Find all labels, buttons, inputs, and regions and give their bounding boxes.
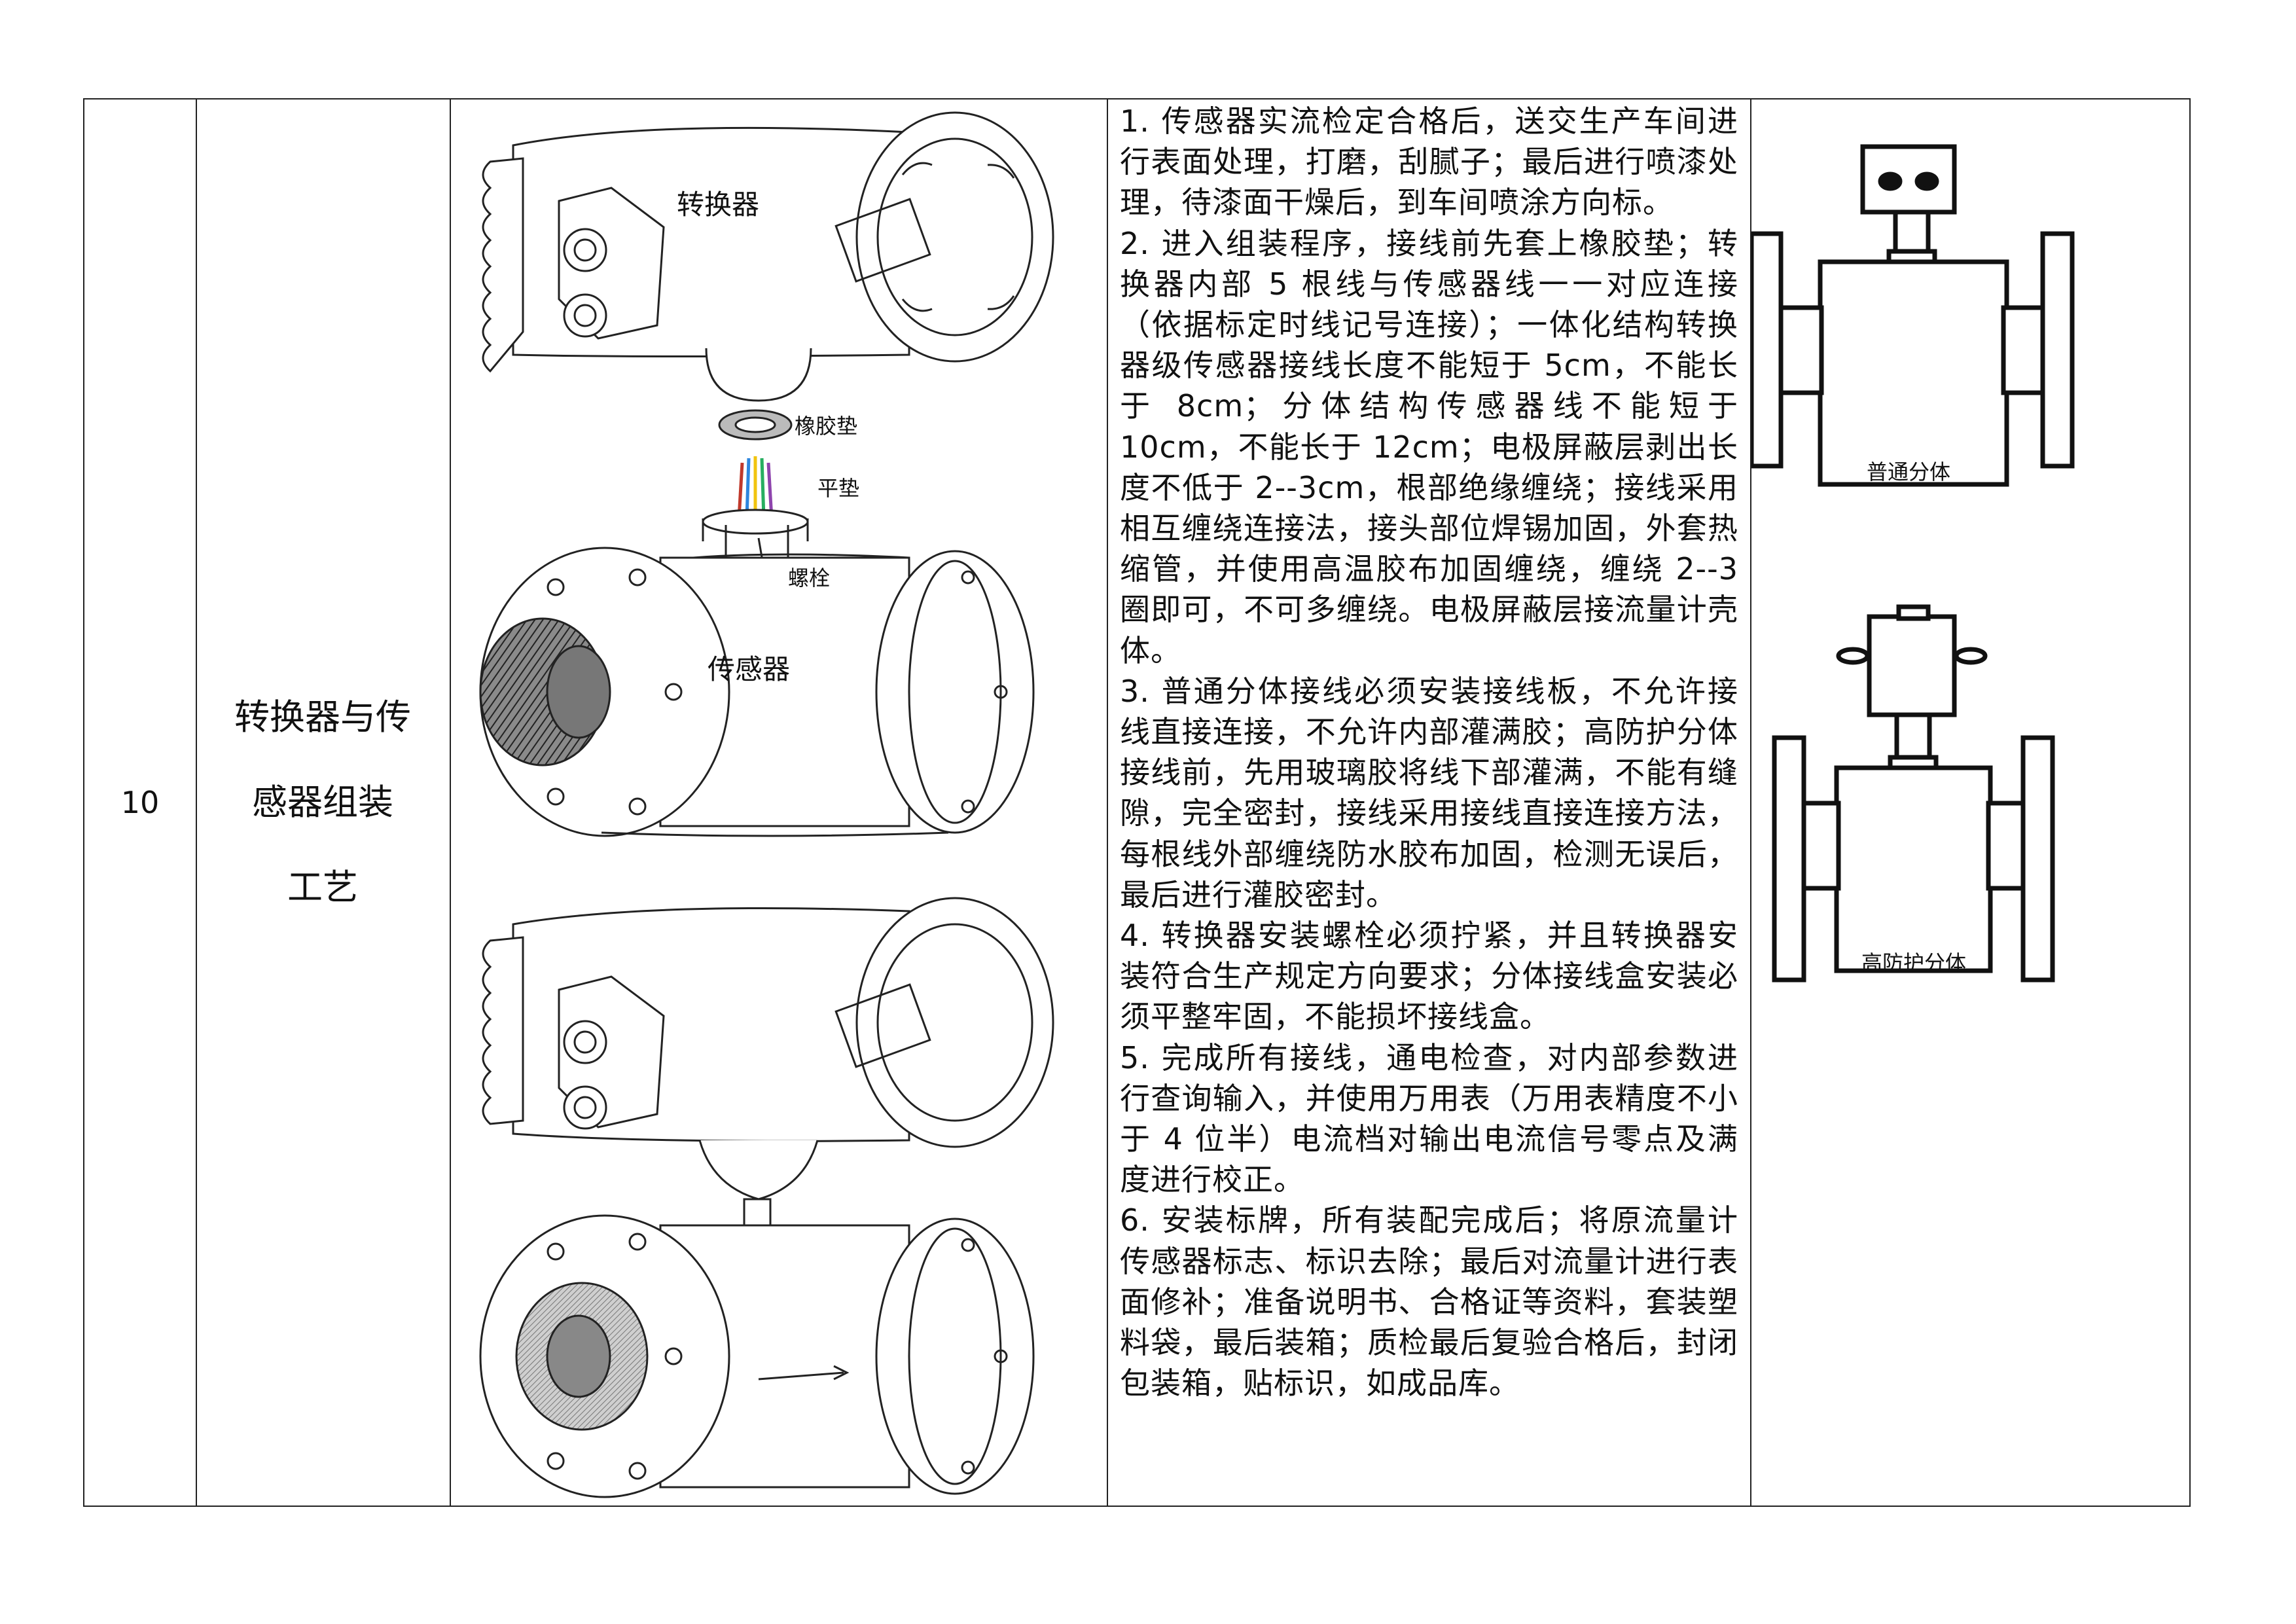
step-item: 3. 普通分体接线必须安装接线板，不允许接线直接连接，不允许内部灌满胶；高防护分…	[1120, 673, 1738, 912]
split-type-drawing: 普通分体 高防护分体	[1749, 144, 2075, 983]
process-title-line: 转换器与传	[234, 696, 411, 738]
process-table: 10 转换器与传 感器组装 工艺	[83, 98, 2191, 1507]
converter-housing	[482, 897, 1054, 1227]
normal-split-label: 普通分体	[1867, 460, 1950, 484]
process-title-line: 感器组装	[252, 782, 393, 823]
converter-housing	[482, 111, 1054, 402]
step-item: 2. 进入组装程序，接线前先套上橡胶垫；转换器内部 5 根线与传感器线一一对应连…	[1120, 225, 1738, 668]
step-item: 5. 完成所有接线，通电检查，对内部参数进行查询输入，并使用万用表（万用表精度不…	[1120, 1039, 1738, 1198]
sensor-body	[479, 547, 1035, 837]
column-divider	[196, 99, 197, 1506]
process-steps: 1. 传感器实流检定合格后，送交生产车间进行表面处理，打磨，刮腻子；最后进行喷漆…	[1108, 99, 1750, 1506]
bolt-label: 螺栓	[788, 566, 830, 590]
column-divider	[1107, 99, 1108, 1506]
step-item: 6. 安装标牌，所有装配完成后；将原流量计传感器标志、标识去除；最后对流量计进行…	[1120, 1202, 1738, 1401]
column-divider	[1750, 99, 1751, 1506]
row-number: 10	[120, 785, 160, 820]
split-type-figures: 普通分体 高防护分体	[1749, 99, 2191, 1506]
assembly-figure: 转换器 橡胶垫 平垫 螺栓 传感器	[451, 99, 1107, 1506]
washer-label: 平垫	[817, 476, 859, 501]
converter-label: 转换器	[677, 189, 759, 221]
normal-split-meter	[1749, 144, 2075, 487]
process-title: 转换器与传 感器组装 工艺	[196, 99, 450, 1506]
high-protection-split-label: 高防护分体	[1861, 950, 1966, 975]
step-item: 4. 转换器安装螺栓必须拧紧，并且转换器安装符合生产规定方向要求；分体接线盒安装…	[1120, 918, 1738, 1035]
step-item: 1. 传感器实流检定合格后，送交生产车间进行表面处理，打磨，刮腻子；最后进行喷漆…	[1120, 103, 1738, 221]
gasket-label: 橡胶垫	[795, 414, 857, 439]
high-protection-split-meter	[1772, 604, 2055, 983]
assembly-drawing: 转换器 橡胶垫 平垫 螺栓 传感器	[479, 111, 1054, 1498]
sensor-body	[479, 1214, 1035, 1498]
column-divider	[450, 99, 451, 1506]
sensor-label: 传感器	[708, 653, 790, 685]
process-title-line: 工艺	[287, 867, 358, 908]
